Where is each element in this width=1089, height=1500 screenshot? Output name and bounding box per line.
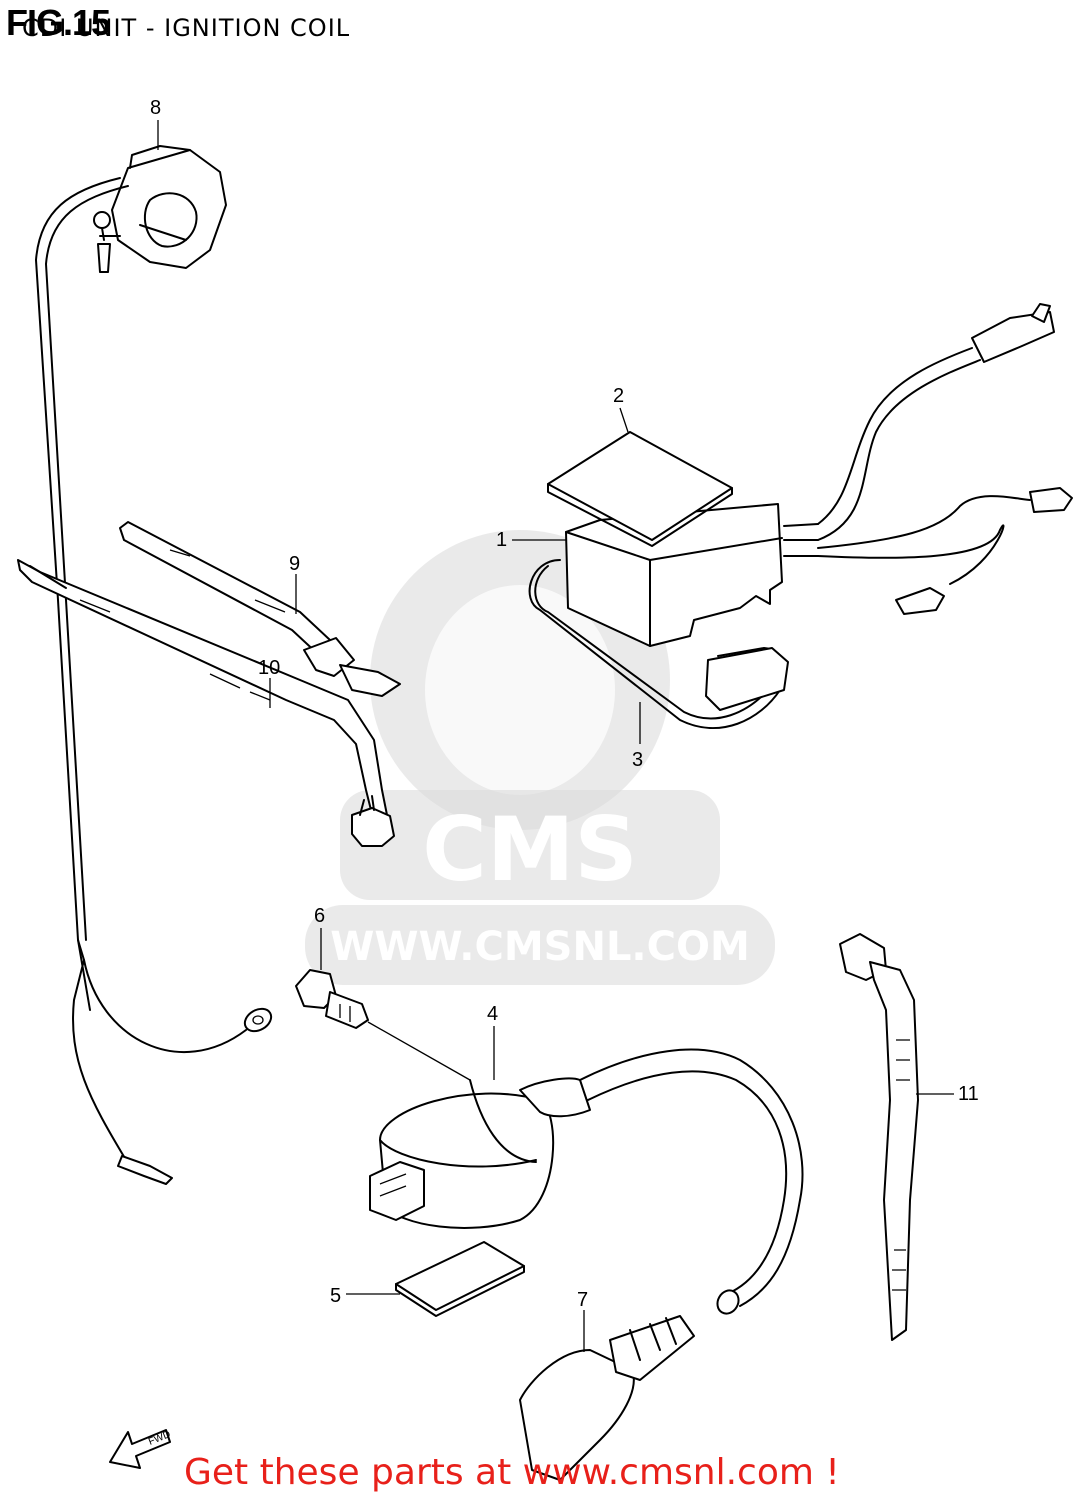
part-11-strap	[839, 933, 919, 1341]
callout-1: 1	[496, 529, 507, 551]
fwd-arrow: FWD	[109, 1429, 172, 1469]
part-4-ignition-coil	[369, 1048, 804, 1315]
callout-4: 4	[487, 1003, 498, 1025]
leader-lines	[157, 120, 954, 1352]
callout-2: 2	[613, 385, 624, 407]
part-10-harness	[17, 559, 395, 847]
figure-title: CDI UNIT - IGNITION COIL	[22, 14, 351, 42]
callout-8: 8	[150, 97, 161, 119]
part-2-pad	[547, 431, 733, 547]
callout-10: 10	[258, 657, 280, 679]
figure-number: FIG.15	[6, 2, 111, 43]
part-8-clamp	[35, 145, 273, 1185]
part-3-band	[528, 559, 789, 729]
callout-5: 5	[330, 1285, 341, 1307]
part-1-cdi-unit	[565, 503, 819, 647]
watermark-brand: CMS	[422, 798, 638, 901]
callout-11: 11	[958, 1083, 979, 1105]
part-7-plug-cap	[519, 1315, 695, 1481]
watermark-url: WWW.CMSNL.COM	[330, 924, 750, 970]
part-6-bolt	[295, 969, 369, 1029]
part-9-cable-tie	[119, 521, 401, 697]
callout-3: 3	[632, 749, 643, 771]
footer-link[interactable]: Get these parts at www.cmsnl.com !	[184, 1452, 840, 1493]
callout-9: 9	[289, 553, 300, 575]
cdi-wiring	[817, 303, 1073, 615]
callout-7: 7	[577, 1289, 588, 1311]
callouts: 8 2 1 9 10 3 6 4 11 5 7	[150, 97, 979, 1311]
part-5-pad	[395, 1241, 525, 1317]
callout-6: 6	[314, 905, 325, 927]
